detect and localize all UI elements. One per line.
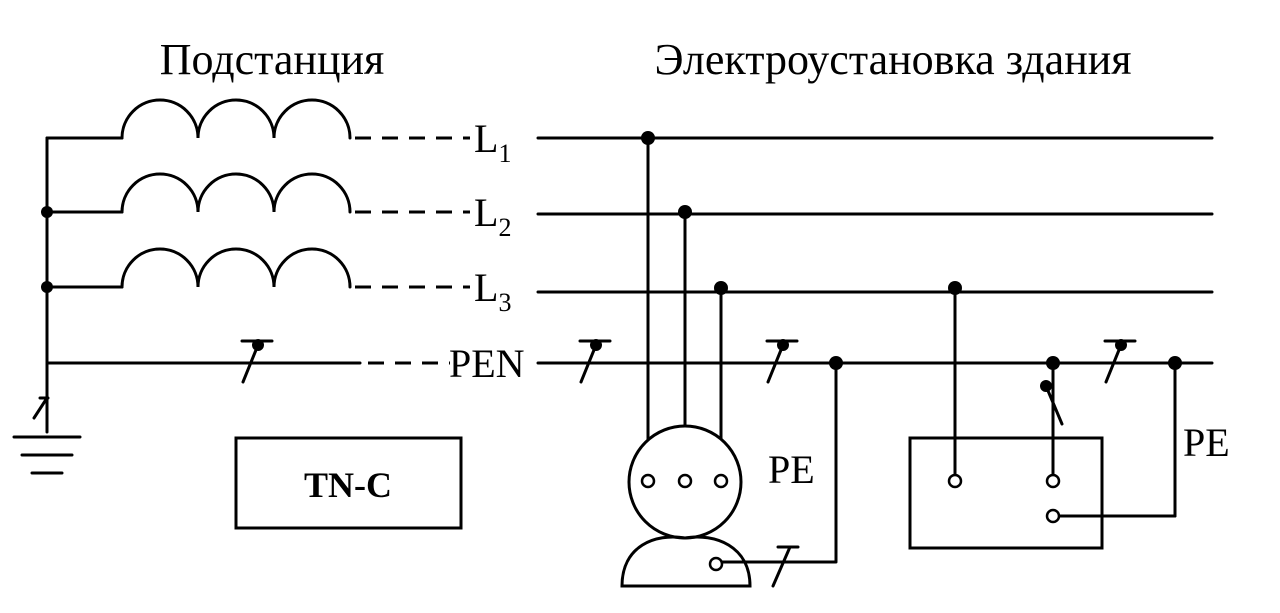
- motor-pe-label: PE: [768, 447, 815, 492]
- ground-icon: [12, 396, 82, 475]
- motor-icon: [620, 424, 752, 588]
- label-pen: PEN: [449, 341, 525, 386]
- junction-dot: [1046, 356, 1060, 370]
- junction-dot: [948, 281, 962, 295]
- winding-l1: [120, 98, 352, 140]
- protective-conductor-mark: [1040, 380, 1064, 426]
- terminal: [1045, 473, 1061, 489]
- system-type-label: TN-C: [304, 465, 392, 505]
- junction-dot: [678, 205, 692, 219]
- junction-dot: [641, 131, 655, 145]
- protective-conductor-mark: [765, 339, 799, 384]
- equipment-box: [908, 436, 1104, 550]
- building-installation-title: Электроустановка здания: [654, 35, 1131, 84]
- label-l1: L1: [474, 116, 511, 168]
- junction-dot: [714, 281, 728, 295]
- protective-conductor-mark: [578, 339, 612, 384]
- junction-dot: [41, 281, 53, 293]
- protective-conductor-mark: [240, 339, 274, 384]
- junction-dot: [829, 356, 843, 370]
- system-type-box: [234, 436, 463, 530]
- box-pe-label: PE: [1183, 420, 1230, 465]
- protective-conductor-mark: [771, 545, 800, 588]
- terminal: [947, 473, 963, 489]
- terminal: [1045, 508, 1061, 524]
- label-l2: L2: [474, 190, 511, 242]
- substation-title: Подстанция: [160, 35, 385, 84]
- winding-l3: [120, 247, 352, 289]
- junction-dot: [41, 206, 53, 218]
- junction-dot: [1168, 356, 1182, 370]
- winding-l2: [120, 172, 352, 214]
- label-l3: L3: [474, 265, 511, 317]
- protective-conductor-mark: [1103, 339, 1137, 384]
